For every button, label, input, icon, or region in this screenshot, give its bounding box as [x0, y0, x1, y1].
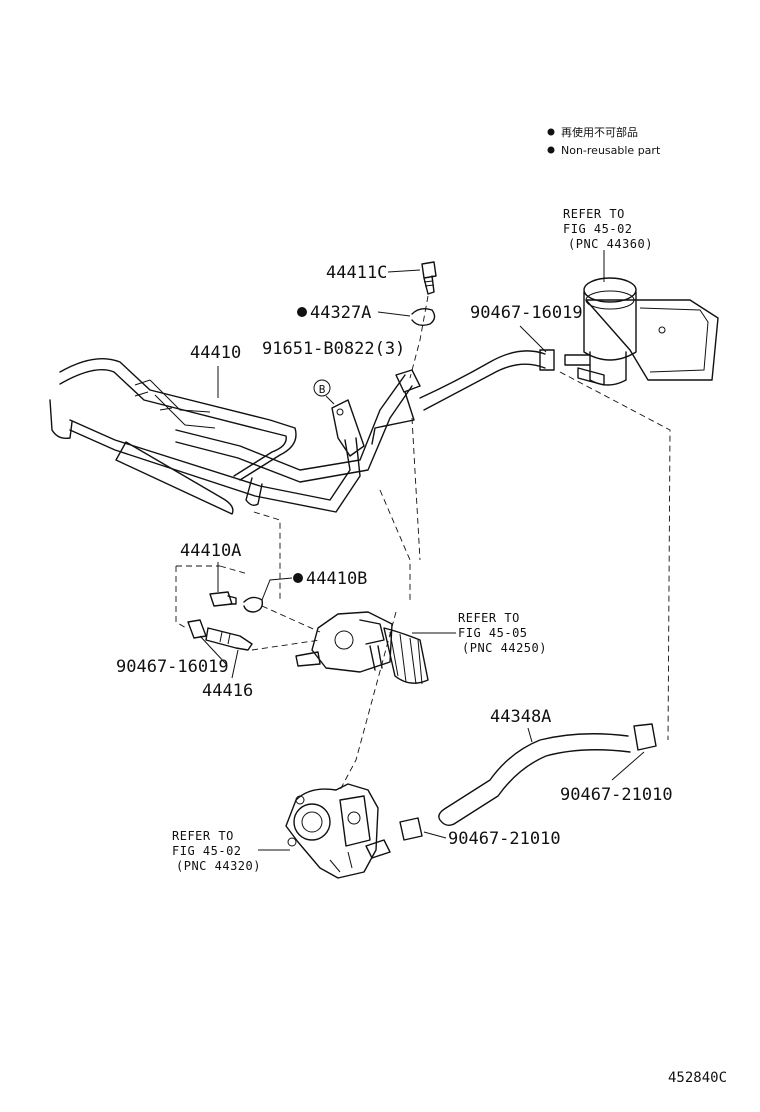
union-bolt-drawing: [409, 261, 437, 379]
hose-clamp-icon: [539, 349, 555, 371]
steering-gear-drawing: [295, 611, 429, 685]
union-fittings-drawing: [175, 565, 321, 651]
legend-japanese: 再使用不可部品: [561, 125, 638, 139]
pressure-tube-drawing: [49, 357, 421, 515]
ref-pump-line2: FIG 45-02: [172, 844, 242, 858]
legend-dot-icon: [547, 146, 555, 154]
pump-reference: REFER TO FIG 45-02 (PNC 44320): [172, 829, 290, 873]
label-44327a: 44327A: [310, 303, 371, 323]
figure-code: 452840C: [668, 1070, 727, 1086]
gear-reference: REFER TO FIG 45-05 (PNC 44250): [412, 611, 547, 655]
label-44411c: 44411C: [326, 263, 387, 283]
label-44416: 44416: [202, 681, 253, 701]
label-90467-21010-bottom: 90467-21010: [448, 829, 561, 849]
suction-hose-drawing: [399, 723, 657, 841]
label-90467-16019-top: 90467-16019: [470, 303, 583, 323]
ref-tank-line1: REFER TO: [563, 207, 625, 221]
legend: 再使用不可部品 Non-reusable part: [547, 125, 661, 157]
non-reusable-dot-icon: [293, 573, 303, 583]
hose-clamp-icon: [399, 817, 423, 841]
ref-gear-line2: FIG 45-05: [458, 626, 528, 640]
label-44410: 44410: [190, 343, 241, 363]
non-reusable-dot-icon: [297, 307, 307, 317]
label-91651-b0822: 91651-B0822(3): [262, 339, 405, 359]
ref-pump-line1: REFER TO: [172, 829, 234, 843]
ref-gear-line3: (PNC 44250): [462, 641, 547, 655]
hose-clamp-icon: [633, 723, 657, 751]
reservoir-tank-drawing: [564, 250, 719, 386]
bracket-b-drawing: B: [313, 379, 365, 457]
label-44348a: 44348A: [490, 707, 551, 727]
return-hose-drawing: [419, 349, 555, 411]
legend-english: Non-reusable part: [561, 144, 661, 157]
ref-gear-line1: REFER TO: [458, 611, 520, 625]
ref-tank-line3: (PNC 44360): [568, 237, 653, 251]
ref-tank-line2: FIG 45-02: [563, 222, 633, 236]
part-labels: 44411C 44327A 91651-B0822(3) 44410 90467…: [116, 263, 673, 849]
legend-dot-icon: [547, 128, 555, 136]
reservoir-reference: REFER TO FIG 45-02 (PNC 44360): [563, 207, 653, 251]
label-90467-16019-left: 90467-16019: [116, 657, 229, 677]
label-44410a: 44410A: [180, 541, 241, 561]
circle-b-icon: [313, 379, 331, 397]
ref-pump-line3: (PNC 44320): [176, 859, 261, 873]
oil-pump-drawing: [285, 783, 391, 879]
label-44410b: 44410B: [306, 569, 367, 589]
circle-b-label: B: [319, 383, 326, 396]
routing-dashes: [253, 371, 671, 791]
label-90467-21010-right: 90467-21010: [560, 785, 673, 805]
